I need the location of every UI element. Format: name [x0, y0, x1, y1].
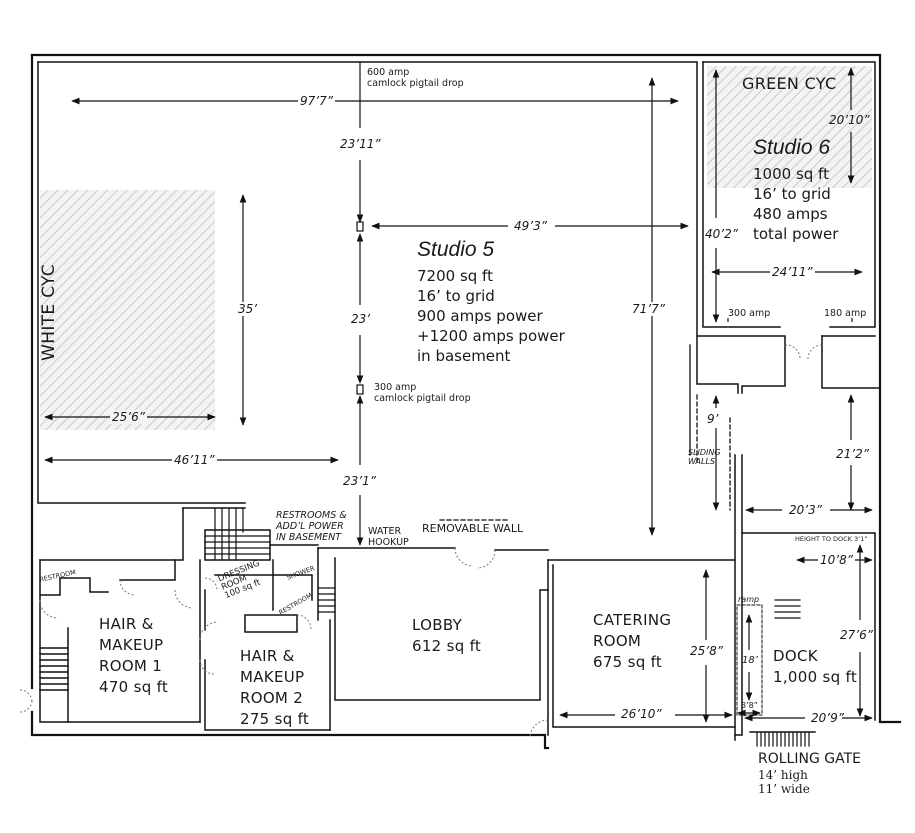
dim-label: 26’10” [621, 707, 662, 721]
dim-label: 20’9” [811, 711, 844, 725]
dim-label: 3’8” [741, 701, 758, 710]
rolling-gate-title: ROLLING GATE [758, 751, 861, 767]
white-cyc-area [40, 190, 215, 430]
power-300-amp: 300 amp [728, 308, 771, 319]
dim-label: 18’ [742, 655, 758, 666]
sliding-walls-line: SLIDING [688, 448, 721, 457]
rolling-gate-spec: 11’ wide [758, 782, 810, 796]
green-cyc-area [707, 66, 872, 188]
dim-label: 71’7” [630, 302, 667, 316]
room-label-line: MAKEUP [240, 668, 305, 686]
studio6-spec: 480 amps [753, 205, 828, 223]
dim-label: 20’10” [829, 113, 870, 127]
restrooms-note-line: ADD’L POWER [276, 521, 344, 532]
studio5-title: Studio 5 [417, 238, 495, 261]
green-cyc-label: GREEN CYC [742, 74, 837, 93]
dim-label: 35’ [236, 302, 260, 316]
dim-label: 46’11” [172, 453, 217, 467]
power-drop-600-type: camlock pigtail drop [367, 78, 464, 89]
studio6-title: Studio 6 [753, 136, 831, 159]
studio5-spec: 900 amps power [417, 307, 543, 325]
power-drop-600: 600 amp camlock pigtail drop [367, 67, 464, 89]
power-drop-300-type: camlock pigtail drop [374, 393, 471, 404]
dim-label: 25’6” [110, 410, 147, 424]
studio5-spec: in basement [417, 347, 511, 365]
dim-label: 21’2” [836, 447, 869, 461]
dim-label: 23’ [351, 312, 371, 326]
room-label-line: HAIR & [99, 615, 154, 633]
room-label-line: ROOM [593, 632, 642, 650]
rolling-gate: ROLLING GATE 14’ high 11’ wide [758, 751, 861, 796]
height-to-dock-note: HEIGHT TO DOCK 3’1” [795, 535, 868, 543]
power-drop-300-amp: 300 amp [374, 382, 417, 393]
room-label-line: 275 sq ft [240, 710, 310, 728]
rolling-gate-spec: 14’ high [758, 768, 808, 782]
dim-label: 97’7” [298, 94, 335, 108]
studio6-spec: 16’ to grid [753, 185, 831, 203]
power-drop-300: 300 amp camlock pigtail drop [374, 382, 471, 404]
studio5-spec: +1200 amps power [417, 327, 565, 345]
doors [19, 344, 823, 739]
room-label-line: 470 sq ft [99, 678, 169, 696]
dim-label: 25’8” [690, 644, 723, 658]
lobby-room: LOBBY 612 sq ft [412, 615, 481, 657]
room-label-line: DOCK [773, 647, 818, 665]
dim-label: 27’6” [840, 628, 873, 642]
dim-label: 20’3” [789, 503, 822, 517]
room-label-line: MAKEUP [99, 636, 164, 654]
dim-label: 10’8” [818, 553, 855, 567]
restrooms-note-line: RESTROOMS & [276, 510, 347, 521]
ramp-label: ramp [738, 595, 760, 604]
room-label-line: LOBBY [412, 616, 463, 634]
room-label-line: ROOM 2 [240, 689, 304, 707]
dock-room: DOCK 1,000 sq ft [773, 646, 857, 688]
dim-label: 23’11” [340, 137, 381, 151]
room-label-line: 612 sq ft [412, 637, 482, 655]
room-label-line: 675 sq ft [593, 653, 663, 671]
studio6-spec: 1000 sq ft [753, 165, 829, 183]
walls [30, 53, 902, 750]
catering-room: CATERING ROOM 675 sq ft [593, 610, 671, 673]
room-label-line: HAIR & [240, 647, 295, 665]
room-label-line: ROOM 1 [99, 657, 163, 675]
sliding-walls-note: SLIDING WALLS [688, 448, 721, 466]
room-label-line: CATERING [593, 611, 672, 629]
studio5-specs: 7200 sq ft 16’ to grid 900 amps power +1… [417, 266, 565, 366]
water-hookup-line: WATER [368, 526, 402, 537]
studio6-spec: total power [753, 225, 839, 243]
studio5-spec: 7200 sq ft [417, 267, 493, 285]
power-drop-600-amp: 600 amp [367, 67, 410, 78]
dim-label: 49’3” [514, 219, 547, 233]
water-hookup-note: WATER HOOKUP [368, 526, 409, 548]
dim-label: 23’1” [343, 474, 376, 488]
room-label-line: 1,000 sq ft [773, 668, 858, 686]
power-180-amp: 180 amp [824, 308, 867, 319]
white-cyc-label: WHITE CYC [38, 264, 59, 361]
water-hookup-line: HOOKUP [368, 537, 409, 548]
studio6-specs: 1000 sq ft 16’ to grid 480 amps total po… [753, 164, 838, 244]
sliding-walls-line: WALLS [688, 457, 715, 466]
dim-label: 24’11” [770, 265, 815, 279]
dim-label: 9’ [707, 412, 719, 426]
dim-label: 40’2” [705, 227, 738, 241]
hair-makeup-room-1: HAIR & MAKEUP ROOM 1 470 sq ft [99, 614, 168, 698]
studio5-spec: 16’ to grid [417, 287, 495, 305]
hair-makeup-room-2: HAIR & MAKEUP ROOM 2 275 sq ft [240, 646, 309, 730]
restrooms-note-line: IN BASEMENT [276, 532, 342, 543]
removable-wall-note: REMOVABLE WALL [422, 522, 524, 535]
restrooms-note: RESTROOMS & ADD’L POWER IN BASEMENT [276, 510, 347, 543]
